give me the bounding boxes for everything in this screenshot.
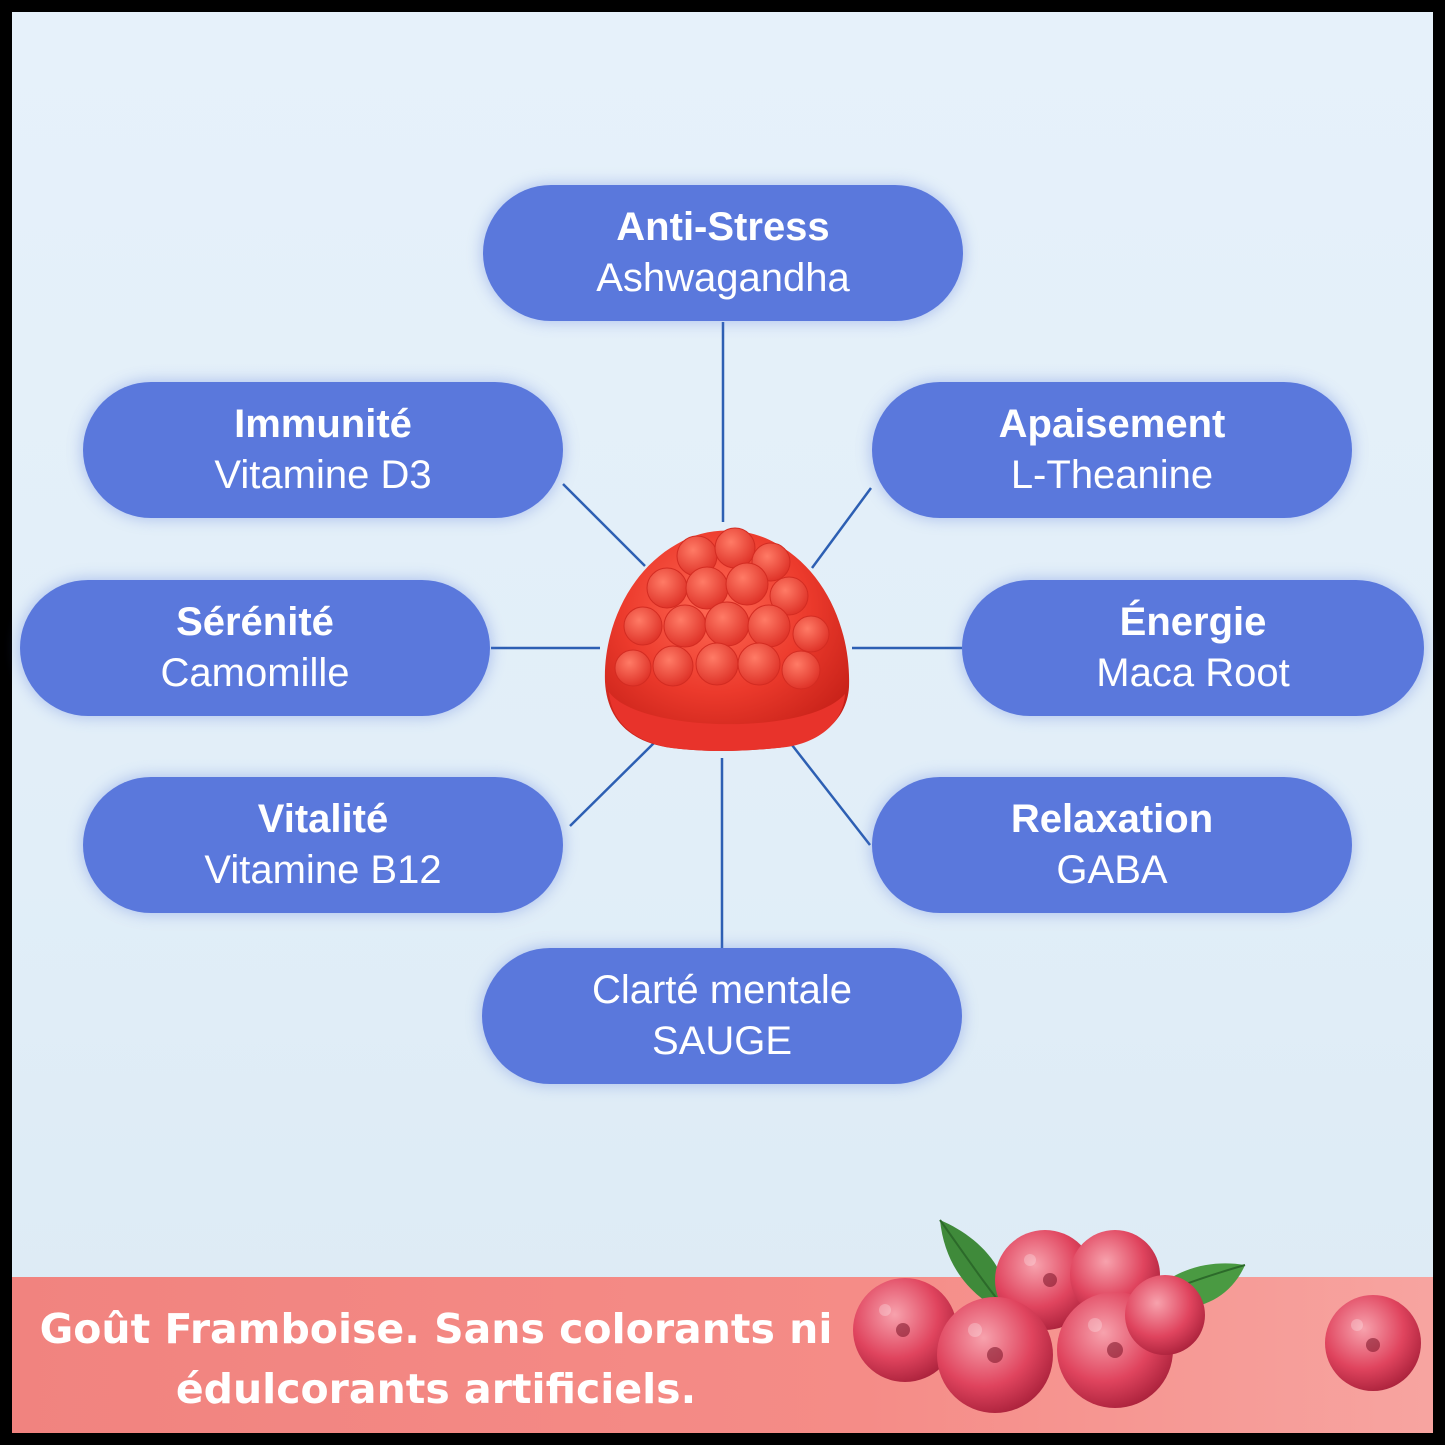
node-title: Vitalité bbox=[257, 797, 389, 841]
node-apaisement: Apaisement L-Theanine bbox=[872, 382, 1352, 518]
node-clarte-mentale: Clarté mentale SAUGE bbox=[482, 948, 962, 1084]
node-title: Énergie bbox=[1119, 600, 1267, 644]
connector-vitalite bbox=[569, 739, 658, 827]
node-ingredient: L-Theanine bbox=[1010, 453, 1214, 497]
node-title: Sérénité bbox=[176, 600, 334, 644]
node-title: Anti-Stress bbox=[616, 205, 830, 249]
connector-apaisement bbox=[810, 487, 873, 569]
node-ingredient: Vitamine B12 bbox=[204, 848, 442, 892]
node-ingredient: Ashwagandha bbox=[596, 256, 850, 300]
node-ingredient: Vitamine D3 bbox=[214, 453, 432, 497]
banner-line-1: Goût Framboise. Sans colorants ni bbox=[39, 1305, 833, 1353]
node-title: Clarté mentale bbox=[591, 968, 853, 1012]
connector-immunite bbox=[562, 483, 646, 567]
connector-relaxation bbox=[791, 744, 871, 846]
raspberries-with-leaves-icon bbox=[853, 1219, 1421, 1413]
node-ingredient: SAUGE bbox=[651, 1019, 793, 1063]
node-ingredient: Maca Root bbox=[1096, 651, 1290, 695]
node-energie: Énergie Maca Root bbox=[962, 580, 1424, 716]
node-title: Apaisement bbox=[998, 402, 1226, 446]
banner-line-2: édulcorants artificiels. bbox=[175, 1365, 697, 1413]
node-vitalite: Vitalité Vitamine B12 bbox=[83, 777, 563, 913]
node-anti-stress: Anti-Stress Ashwagandha bbox=[483, 185, 963, 321]
node-title: Relaxation bbox=[1010, 797, 1214, 841]
node-title: Immunité bbox=[234, 402, 412, 446]
node-ingredient: GABA bbox=[1056, 848, 1168, 892]
raspberry-gummy-icon bbox=[604, 527, 850, 751]
node-ingredient: Camomille bbox=[160, 651, 350, 695]
banner-text: Goût Framboise. Sans colorants ni édulco… bbox=[26, 1299, 846, 1419]
node-relaxation: Relaxation GABA bbox=[872, 777, 1352, 913]
node-immunite: Immunité Vitamine D3 bbox=[83, 382, 563, 518]
node-serenite: Sérénité Camomille bbox=[20, 580, 490, 716]
